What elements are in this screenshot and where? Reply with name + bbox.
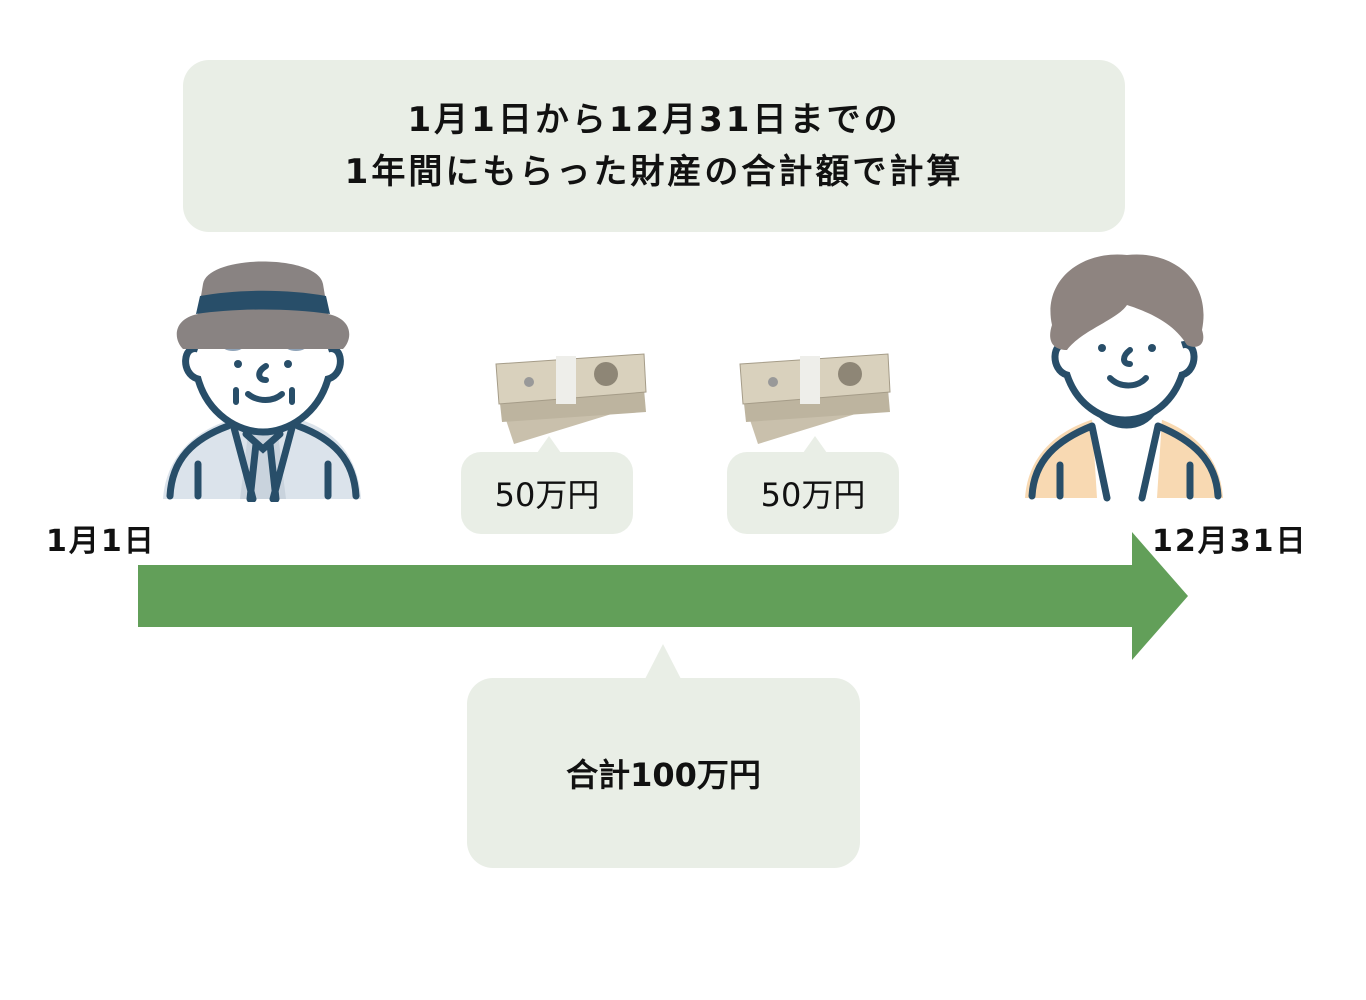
money-stack-icon: [495, 353, 647, 444]
end-date-label: 12月31日: [1152, 524, 1308, 559]
total-label: 合計100万円: [566, 756, 761, 794]
elderly-man-giver-icon: [163, 261, 361, 502]
gift-amount-bubble-1: 50万円: [461, 436, 633, 534]
header-line-1: 1月1日から12月31日までの: [407, 100, 901, 140]
money-stack-icon: [739, 353, 891, 444]
gift-amount-1: 50万円: [494, 476, 600, 514]
gift-amount-bubble-2: 50万円: [727, 436, 899, 534]
total-bubble: 合計100万円: [467, 644, 860, 868]
start-date-label: 1月1日: [46, 524, 156, 559]
timeline-arrow: [138, 532, 1188, 660]
young-person-receiver-icon: [1025, 254, 1223, 502]
gift-amount-2: 50万円: [760, 476, 866, 514]
header-line-2: 1年間にもらった財産の合計額で計算: [344, 152, 964, 192]
header-bubble: 1月1日から12月31日までの 1年間にもらった財産の合計額で計算: [183, 60, 1125, 232]
